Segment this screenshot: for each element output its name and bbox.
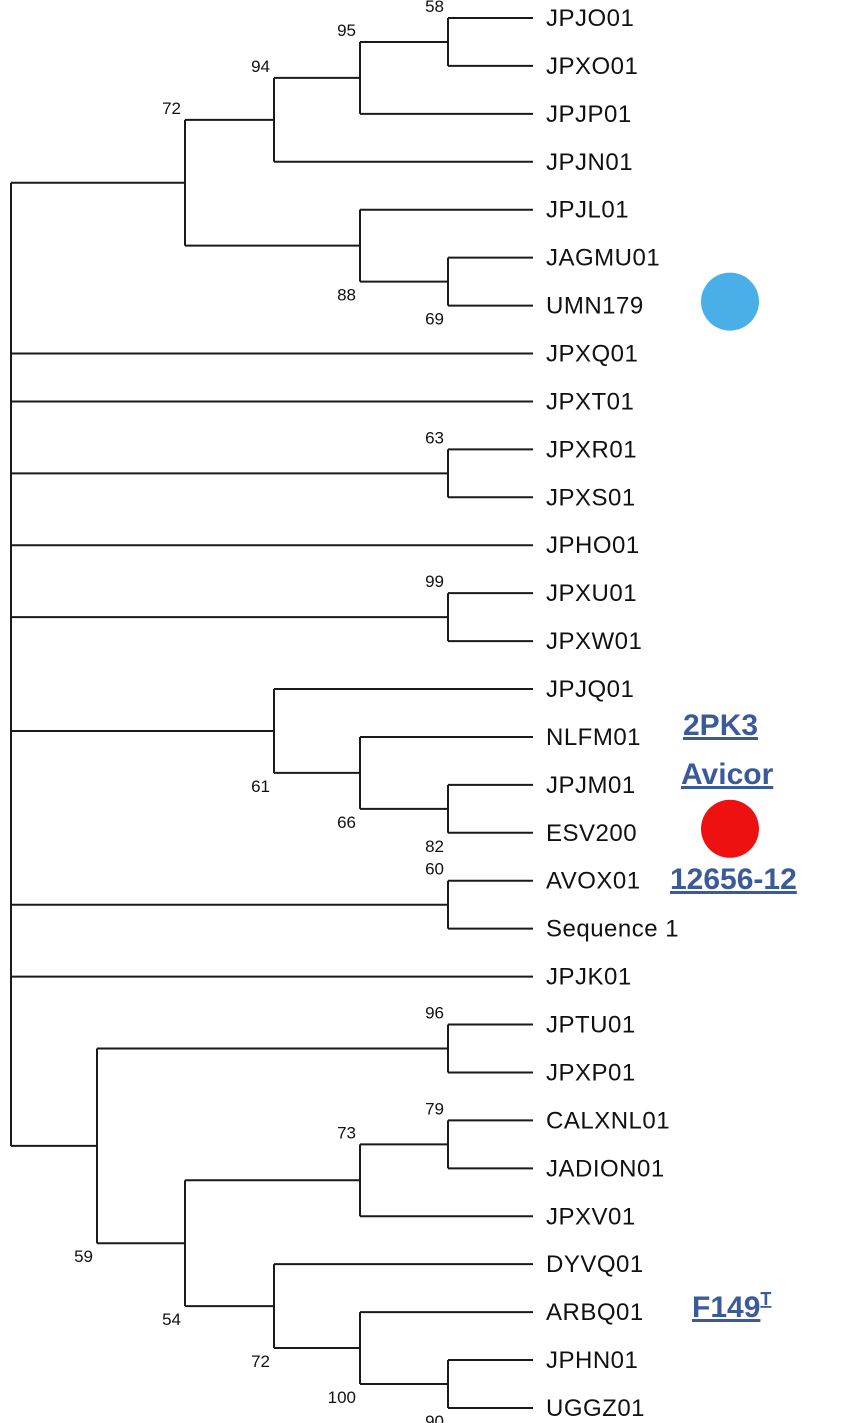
leaf-label-DYVQ01: DYVQ01 <box>546 1251 644 1278</box>
red-dot-marker <box>701 799 759 858</box>
leaf-label-JPHO01: JPHO01 <box>546 532 640 559</box>
leaf-label-JPXU01: JPXU01 <box>546 580 637 607</box>
leaf-label-JPXO01: JPXO01 <box>546 53 638 80</box>
support-value-c88: 88 <box>337 286 356 305</box>
leaf-labels: JPJO01JPXO01JPJP01JPJN01JPJL01JAGMU01UMN… <box>546 5 679 1422</box>
strain-label-2pk3: 2PK3 <box>683 709 758 742</box>
leaf-label-JPXS01: JPXS01 <box>546 484 636 511</box>
leaf-label-JPJO01: JPJO01 <box>546 5 634 32</box>
support-value-c54: 54 <box>162 1310 181 1329</box>
leaf-label-JPTU01: JPTU01 <box>546 1012 636 1039</box>
tree-branches <box>10 17 533 1409</box>
leaf-label-ARBQ01: ARBQ01 <box>546 1299 644 1326</box>
leaf-label-JPXR01: JPXR01 <box>546 436 637 463</box>
leaf-label-JPJK01: JPJK01 <box>546 964 632 991</box>
support-value-c72b: 72 <box>251 1352 270 1371</box>
support-value-c60: 60 <box>425 860 444 879</box>
strain-label-f149-main: F149 <box>692 1291 760 1324</box>
support-value-c95: 95 <box>337 21 356 40</box>
leaf-label-JPJL01: JPJL01 <box>546 197 629 224</box>
support-value-c_jpjo_jpxo: 58 <box>425 0 444 16</box>
strain-label-12656-12: 12656-12 <box>670 863 797 896</box>
leaf-label-AVOX01: AVOX01 <box>546 868 641 895</box>
support-values: 58 95 94 69 88 72 63 99 82 66 61 60 96 79 73 90 100 72 54 5… <box>74 0 444 1423</box>
strain-label-f149: F149T <box>692 1289 771 1324</box>
support-value-c61: 61 <box>251 777 270 796</box>
leaf-label-CALXNL01: CALXNL01 <box>546 1107 670 1134</box>
support-value-c100: 100 <box>328 1388 356 1407</box>
clade-markers <box>701 272 759 858</box>
leaf-label-NLFM01: NLFM01 <box>546 724 641 751</box>
leaf-label-JADION01: JADION01 <box>546 1155 665 1182</box>
leaf-label-Sequence1: Sequence 1 <box>546 916 679 943</box>
support-value-c90: 90 <box>425 1412 444 1423</box>
support-value-c94: 94 <box>251 57 270 76</box>
support-value-c82: 82 <box>425 837 444 856</box>
support-value-c69: 69 <box>425 310 444 329</box>
leaf-label-UGGZ01: UGGZ01 <box>546 1395 645 1422</box>
strain-labels: 2PK3 Avicor 12656-12 F149T <box>670 709 797 1324</box>
strain-label-avicor: Avicor <box>681 758 774 791</box>
support-value-c99: 99 <box>425 572 444 591</box>
leaf-label-JPJM01: JPJM01 <box>546 772 636 799</box>
leaf-label-JAGMU01: JAGMU01 <box>546 245 660 272</box>
leaf-label-JPXW01: JPXW01 <box>546 628 642 655</box>
leaf-label-JPXT01: JPXT01 <box>546 388 634 415</box>
support-value-c96: 96 <box>425 1004 444 1023</box>
leaf-label-JPJP01: JPJP01 <box>546 101 632 128</box>
strain-label-f149-sup: T <box>760 1289 771 1309</box>
leaf-label-ESV200: ESV200 <box>546 820 637 847</box>
leaf-label-JPXV01: JPXV01 <box>546 1203 636 1230</box>
support-value-c72a: 72 <box>162 99 181 118</box>
leaf-label-JPXQ01: JPXQ01 <box>546 341 638 368</box>
support-value-c73: 73 <box>337 1123 356 1142</box>
leaf-label-JPXP01: JPXP01 <box>546 1059 636 1086</box>
leaf-label-UMN179: UMN179 <box>546 293 644 320</box>
support-value-c63: 63 <box>425 428 444 447</box>
support-value-c59: 59 <box>74 1247 93 1266</box>
support-value-c79: 79 <box>425 1099 444 1118</box>
leaf-label-JPJQ01: JPJQ01 <box>546 676 634 703</box>
blue-dot-marker <box>701 272 759 331</box>
leaf-label-JPJN01: JPJN01 <box>546 149 633 176</box>
leaf-label-JPHN01: JPHN01 <box>546 1347 638 1374</box>
support-value-c66: 66 <box>337 813 356 832</box>
